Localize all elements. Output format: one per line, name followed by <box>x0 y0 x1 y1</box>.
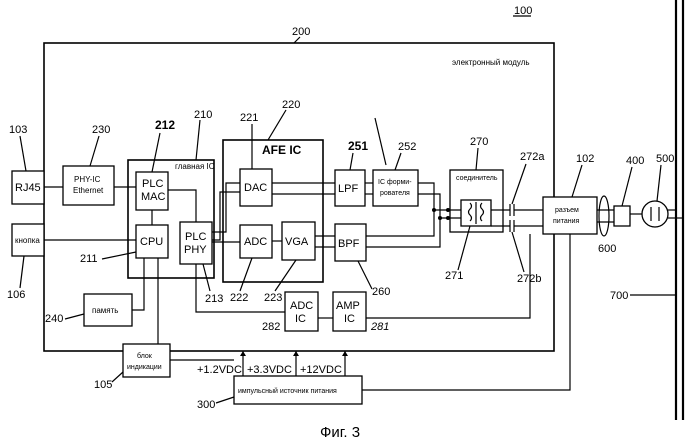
bpf-ref: 260 <box>372 286 390 298</box>
plug-leader <box>622 167 632 206</box>
afe-ic-label: AFE IC <box>262 143 302 157</box>
power-conn-line2: питания <box>553 218 579 225</box>
plc-phy-line1: PLC <box>185 231 206 243</box>
voltage-3v3: +3.3VDC <box>247 364 292 376</box>
dac-label: DAC <box>244 182 267 194</box>
vga-leader <box>275 260 296 291</box>
rj45-leader <box>20 136 26 171</box>
memory-label: память <box>92 306 118 315</box>
module-label: электронный модуль <box>452 58 530 67</box>
psu-leader <box>216 397 234 403</box>
psu-label: импульсный источник питания <box>238 387 337 395</box>
coupler-ref: 270 <box>470 136 488 148</box>
button-ref: 106 <box>7 289 25 301</box>
outlet-ref: 500 <box>656 153 674 165</box>
main-ic-leader <box>196 120 200 160</box>
amp-ic-line1: AMP <box>336 300 360 312</box>
indicator-line2: индикации <box>127 364 162 371</box>
afe-ic-ref: 220 <box>282 99 300 111</box>
amp-ic-ref: 281 <box>370 321 389 333</box>
indicator-block <box>123 344 170 377</box>
cable-ellipse <box>599 196 609 236</box>
plug-ref: 400 <box>626 155 644 167</box>
shaper-pointer <box>375 118 386 165</box>
phy-line1: PHY-IC <box>74 175 101 184</box>
dac-ref: 221 <box>240 112 258 124</box>
vga-label: VGA <box>285 236 309 248</box>
afe-ic-leader <box>268 110 286 140</box>
shaper-line1: IC форми- <box>378 179 412 186</box>
vga-ref: 223 <box>264 292 282 304</box>
transformer-ref: 271 <box>445 270 463 282</box>
plc-phy-ref: 213 <box>205 293 223 305</box>
indicator-leader <box>112 372 123 382</box>
power-connector-block <box>543 197 597 234</box>
adc-leader <box>240 258 252 291</box>
plc-mac-ref: 212 <box>155 118 175 132</box>
cap-b-ref: 272b <box>517 273 541 285</box>
outlet-symbol <box>642 201 668 227</box>
phy-leader <box>90 136 99 166</box>
plug-symbol <box>614 206 630 226</box>
outlet-leader <box>657 165 661 201</box>
voltage-1v2: +1.2VDC <box>197 364 242 376</box>
lpf-leader <box>350 153 353 170</box>
lpf-ref: 251 <box>348 139 368 153</box>
cap-b-leader <box>512 232 524 272</box>
phy-ref: 230 <box>92 124 110 136</box>
adc-ref: 222 <box>230 292 248 304</box>
adc-label: ADC <box>244 236 267 248</box>
main-ic-ref: 210 <box>194 109 212 121</box>
adc-ic-line1: ADC <box>290 300 313 312</box>
adc-ic-line2: IC <box>295 313 306 325</box>
rj45-label: RJ45 <box>15 182 41 194</box>
cap-a-leader <box>512 164 526 204</box>
plc-mac-leader <box>152 133 160 172</box>
figure-caption: Фиг. 3 <box>320 424 360 441</box>
voltage-12v: +12VDC <box>300 364 342 376</box>
memory-ref: 240 <box>45 313 63 325</box>
bpf-leader <box>358 261 372 289</box>
amp-ic-line2: IC <box>344 313 355 325</box>
rj45-ref: 103 <box>9 124 27 136</box>
afe-ic-box <box>223 140 323 282</box>
bpf-label: BPF <box>338 238 360 250</box>
cpu-ref: 211 <box>80 253 98 265</box>
indicator-ref: 105 <box>94 379 112 391</box>
cpu-label: CPU <box>140 236 163 248</box>
plc-mac-line2: MAC <box>141 191 166 203</box>
powerline-ref: 700 <box>610 290 628 302</box>
coupler-leader <box>476 148 478 170</box>
adc-ic-ref: 282 <box>262 321 280 333</box>
shaper-line2: рователя <box>380 190 410 197</box>
shaper-leader <box>395 153 401 170</box>
plc-phy-block <box>180 222 212 264</box>
cpu-leader <box>102 252 136 259</box>
shaper-ref: 252 <box>398 141 416 153</box>
plc-phy-line2: PHY <box>184 244 207 256</box>
cap-a-ref: 272a <box>520 151 545 163</box>
button-label: кнопка <box>15 236 40 245</box>
memory-leader <box>65 314 84 319</box>
psu-ref: 300 <box>197 399 215 411</box>
module-ref: 200 <box>292 26 310 38</box>
power-conn-leader <box>572 165 582 197</box>
shaper-ic-block <box>373 170 418 206</box>
indicator-line1: блок <box>137 352 153 360</box>
phy-line2: Ethernet <box>73 186 104 195</box>
button-leader <box>20 256 24 288</box>
power-conn-ref: 102 <box>576 153 594 165</box>
main-ic-label: главная IC <box>175 162 215 171</box>
plc-mac-line1: PLC <box>142 178 163 190</box>
ref-overall: 100 <box>514 5 532 17</box>
cable-ref: 600 <box>598 243 616 255</box>
power-conn-line1: разъем <box>555 207 579 214</box>
lpf-label: LPF <box>338 183 358 195</box>
coupler-label: соединитель <box>456 175 498 182</box>
